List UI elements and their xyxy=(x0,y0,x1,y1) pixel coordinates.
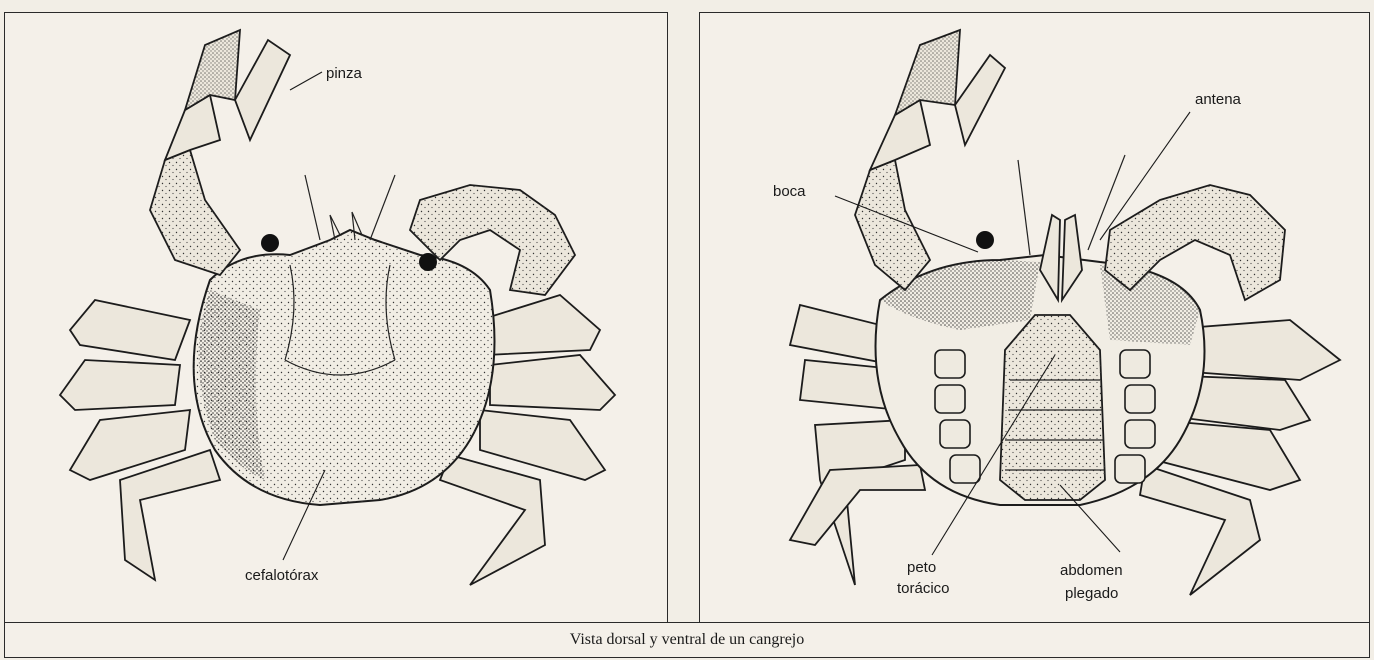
dorsal-crab-drawing xyxy=(60,30,615,585)
ventral-crab-drawing xyxy=(790,30,1340,595)
figure-caption: Vista dorsal y ventral de un cangrejo xyxy=(4,622,1370,658)
pinza-leader-line xyxy=(290,72,322,90)
label-boca: boca xyxy=(773,183,806,200)
label-abdomen-line1: abdomen xyxy=(1060,562,1123,579)
label-antena: antena xyxy=(1195,91,1242,108)
caption-text: Vista dorsal y ventral de un cangrejo xyxy=(570,631,805,649)
label-cefalotorax: cefalotórax xyxy=(245,567,319,584)
label-peto-line1: peto xyxy=(907,559,936,576)
label-pinza: pinza xyxy=(326,65,363,82)
label-abdomen-line2: plegado xyxy=(1065,585,1118,602)
label-peto-line2: torácico xyxy=(897,580,950,597)
